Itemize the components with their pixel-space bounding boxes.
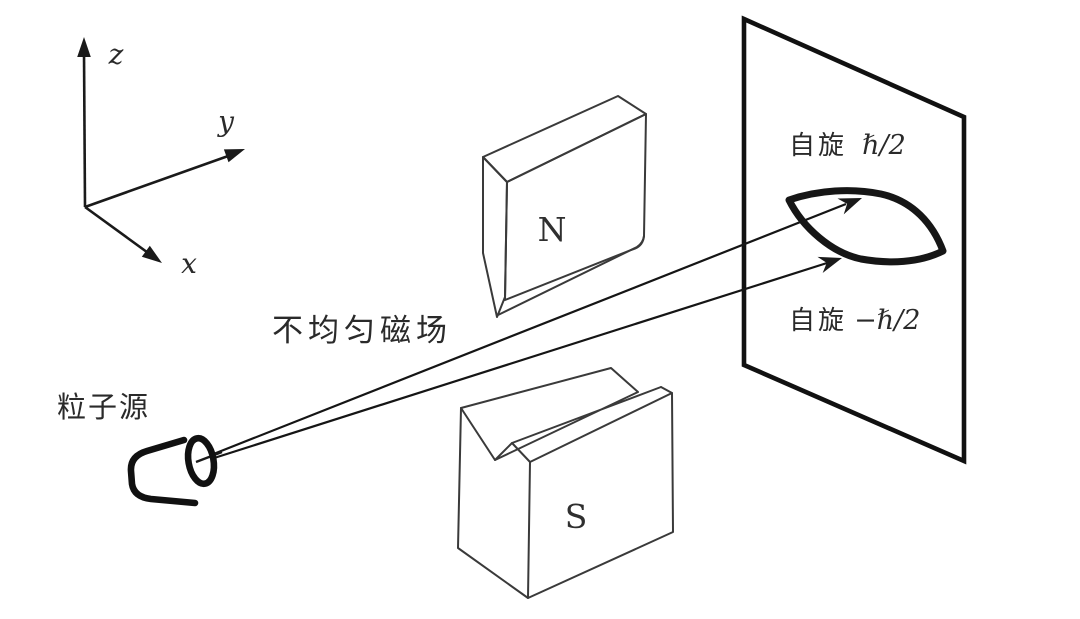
source-beam-tick bbox=[195, 450, 223, 464]
magnet-n-label: N bbox=[538, 210, 567, 249]
z-axis-arrow-icon bbox=[77, 37, 91, 57]
x-axis-line bbox=[84, 205, 152, 257]
magnet-n-left-face bbox=[482, 156, 508, 318]
deposit-lens-shape bbox=[785, 187, 947, 266]
magnet-n: N bbox=[482, 95, 647, 318]
field-label: 不均匀磁场 bbox=[272, 313, 452, 349]
magnet-s-groove-lines bbox=[460, 367, 673, 461]
y-axis-arrow-icon bbox=[223, 149, 245, 163]
magnet-s: S bbox=[457, 367, 674, 599]
magnet-n-front-face bbox=[504, 113, 647, 301]
spin-up-label: 自旋 ℏ/2 bbox=[789, 130, 906, 161]
magnet-n-knife-edge bbox=[497, 235, 645, 316]
axis-label-z: z bbox=[108, 38, 124, 71]
coordinate-axes: z y x bbox=[77, 37, 245, 280]
spin-down-prefix: 自旋 bbox=[789, 306, 847, 336]
magnet-s-front-v-notch bbox=[460, 407, 531, 463]
z-axis-line bbox=[82, 51, 87, 208]
particle-beams bbox=[210, 198, 862, 461]
source-label: 粒子源 bbox=[57, 390, 150, 424]
beam-upper-arrow-icon bbox=[837, 198, 862, 215]
axis-label-x: x bbox=[181, 247, 197, 280]
beam-lower-line bbox=[210, 261, 828, 461]
spin-up-value: ℏ/2 bbox=[862, 130, 906, 161]
spin-up-prefix: 自旋 bbox=[789, 131, 847, 161]
axis-label-y: y bbox=[216, 105, 235, 138]
magnet-n-top-face bbox=[482, 95, 647, 183]
magnet-s-body-outline bbox=[457, 392, 674, 599]
source-cylinder-body bbox=[127, 436, 199, 507]
y-axis-line bbox=[84, 153, 232, 209]
beam-lower-arrow-icon bbox=[817, 256, 842, 274]
x-axis-arrow-icon bbox=[141, 245, 162, 263]
spin-down-value: −ℏ/2 bbox=[854, 305, 920, 336]
spin-down-label: 自旋 −ℏ/2 bbox=[789, 305, 920, 336]
source-cylinder-opening bbox=[184, 434, 218, 488]
detector-screen bbox=[741, 15, 967, 465]
detector-screen-plane bbox=[741, 15, 967, 465]
magnet-s-label: S bbox=[565, 497, 588, 536]
particle-source bbox=[127, 434, 223, 507]
beam-upper-line bbox=[210, 202, 847, 457]
magnet-s-front-edge bbox=[527, 461, 531, 599]
